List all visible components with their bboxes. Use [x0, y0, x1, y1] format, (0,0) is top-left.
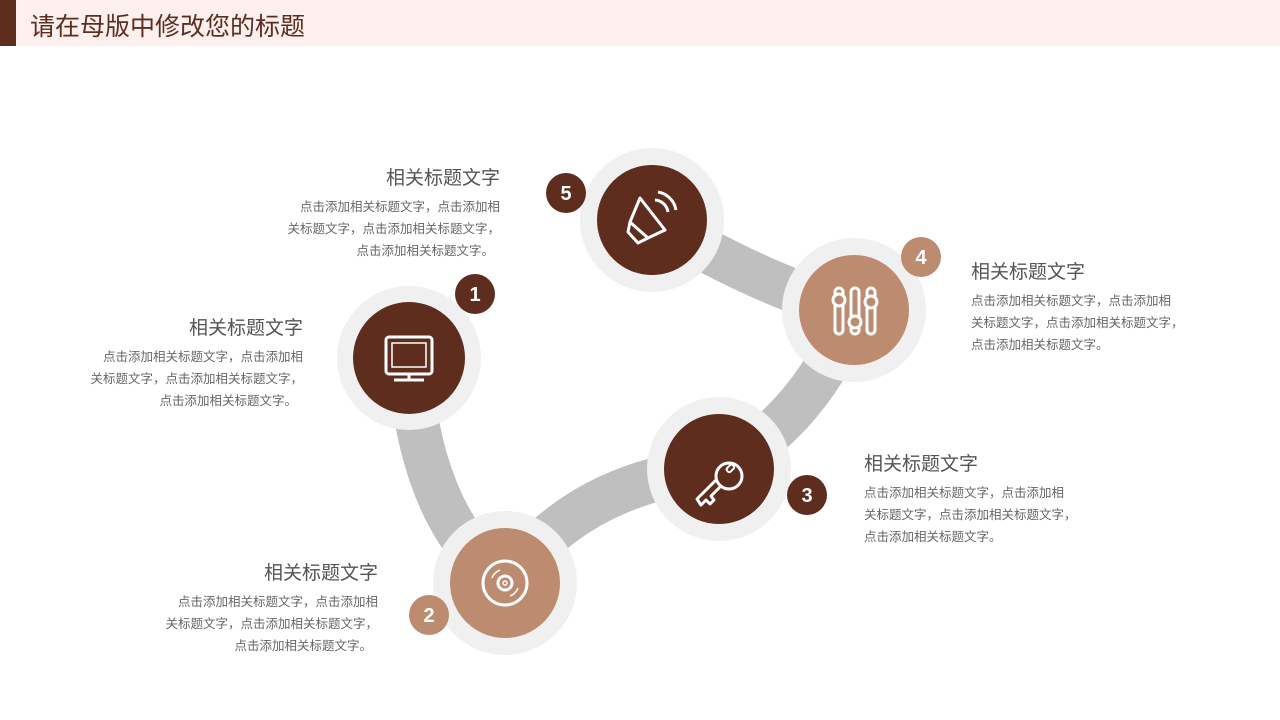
item-text: 点击添加相关标题文字，点击添加相 — [299, 199, 500, 214]
item-text: 关标题文字，点击添加相关标题文字， — [287, 221, 500, 236]
item-text: 点击添加相关标题文字。 — [234, 638, 372, 653]
item-text: 点击添加相关标题文字，点击添加相 — [864, 485, 1065, 500]
item-title: 相关标题文字 — [971, 261, 1086, 283]
text-block-4: 相关标题文字 点击添加相关标题文字，点击添加相 关标题文字，点击添加相关标题文字… — [971, 257, 1280, 356]
item-text: 点击添加相关标题文字。 — [971, 337, 1109, 352]
text-block-3: 相关标题文字 点击添加相关标题文字，点击添加相 关标题文字，点击添加相关标题文字… — [864, 449, 1224, 548]
svg-text:1: 1 — [469, 284, 480, 306]
item-title: 相关标题文字 — [864, 453, 979, 475]
item-text: 关标题文字，点击添加相关标题文字， — [165, 616, 378, 631]
title-bar: 请在母版中修改您的标题 — [0, 0, 1280, 46]
sliders-icon — [831, 286, 879, 336]
text-block-2: 相关标题文字 点击添加相关标题文字，点击添加相 关标题文字，点击添加相关标题文字… — [18, 558, 378, 657]
item-text: 点击添加相关标题文字，点击添加相 — [177, 594, 378, 609]
item-text: 关标题文字，点击添加相关标题文字， — [90, 371, 303, 386]
badge-3: 3 — [787, 475, 827, 515]
svg-text:3: 3 — [801, 485, 812, 507]
step-2[interactable] — [433, 511, 577, 655]
svg-text:5: 5 — [560, 183, 571, 205]
text-block-1: 相关标题文字 点击添加相关标题文字，点击添加相 关标题文字，点击添加相关标题文字… — [0, 313, 303, 412]
monitor-icon — [384, 335, 434, 382]
title-accent — [0, 0, 16, 46]
item-text: 关标题文字，点击添加相关标题文字， — [864, 507, 1077, 522]
badge-4: 4 — [901, 237, 941, 277]
speaker-icon — [626, 190, 678, 245]
step-5[interactable] — [580, 148, 724, 292]
key-icon — [695, 461, 744, 507]
item-title: 相关标题文字 — [263, 562, 378, 584]
badge-2: 2 — [409, 595, 449, 635]
item-text: 点击添加相关标题文字，点击添加相 — [102, 349, 303, 364]
step-1[interactable] — [337, 286, 481, 430]
step-3[interactable] — [647, 397, 791, 541]
svg-text:4: 4 — [915, 247, 927, 269]
step-4[interactable] — [782, 238, 926, 382]
item-title: 相关标题文字 — [385, 167, 500, 189]
item-text: 点击添加相关标题文字。 — [356, 243, 494, 258]
item-text: 点击添加相关标题文字，点击添加相 — [971, 293, 1172, 308]
item-title: 相关标题文字 — [188, 317, 303, 339]
disc-icon — [481, 559, 529, 607]
item-text: 关标题文字，点击添加相关标题文字， — [971, 315, 1184, 330]
svg-text:2: 2 — [423, 605, 434, 627]
item-text: 点击添加相关标题文字。 — [864, 529, 1002, 544]
badge-5: 5 — [546, 173, 586, 213]
item-text: 点击添加相关标题文字。 — [159, 393, 297, 408]
text-block-5: 相关标题文字 点击添加相关标题文字，点击添加相 关标题文字，点击添加相关标题文字… — [140, 163, 500, 262]
badge-1: 1 — [455, 274, 495, 314]
page-title: 请在母版中修改您的标题 — [30, 12, 306, 41]
